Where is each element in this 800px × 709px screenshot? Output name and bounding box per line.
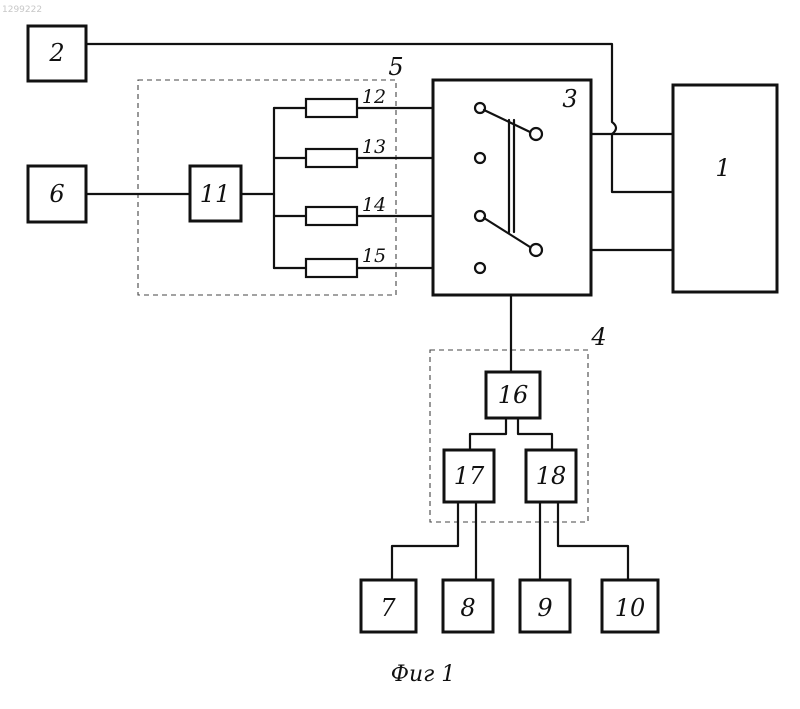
label-12: 12 (362, 86, 386, 108)
label-1: 1 (715, 154, 730, 182)
label-9: 9 (537, 594, 552, 622)
label-8: 8 (460, 594, 475, 622)
switch-terminal-13 (475, 153, 485, 163)
switch-terminal-15 (475, 263, 485, 273)
switch-terminal-14 (475, 211, 485, 221)
label-14: 14 (362, 194, 386, 216)
label-10: 10 (615, 594, 646, 622)
switch-output-lower (530, 244, 542, 256)
label-17: 17 (454, 462, 485, 490)
resistor-13 (306, 149, 357, 167)
block-1 (673, 85, 777, 292)
wire-17-to-7 (392, 502, 458, 580)
label-16: 16 (498, 381, 529, 409)
label-7: 7 (380, 594, 396, 622)
label-3: 3 (562, 85, 577, 113)
switch-output-upper (530, 128, 542, 140)
doc-number-stamp: 1299222 (2, 5, 42, 15)
wire-18-to-10 (558, 502, 628, 580)
wire-16-to-18 (518, 418, 552, 450)
label-2: 2 (48, 39, 64, 67)
resistor-15 (306, 259, 357, 277)
label-18: 18 (536, 462, 567, 490)
label-11: 11 (200, 180, 231, 208)
resistor-14 (306, 207, 357, 225)
label-6: 6 (49, 180, 64, 208)
label-4: 4 (590, 323, 606, 351)
figure-caption: Фиг 1 (391, 662, 456, 687)
wire-16-to-17 (470, 418, 506, 450)
label-5: 5 (388, 53, 403, 81)
label-15: 15 (362, 245, 386, 267)
label-13: 13 (362, 136, 386, 158)
switch-terminal-12 (475, 103, 485, 113)
resistor-12 (306, 99, 357, 117)
